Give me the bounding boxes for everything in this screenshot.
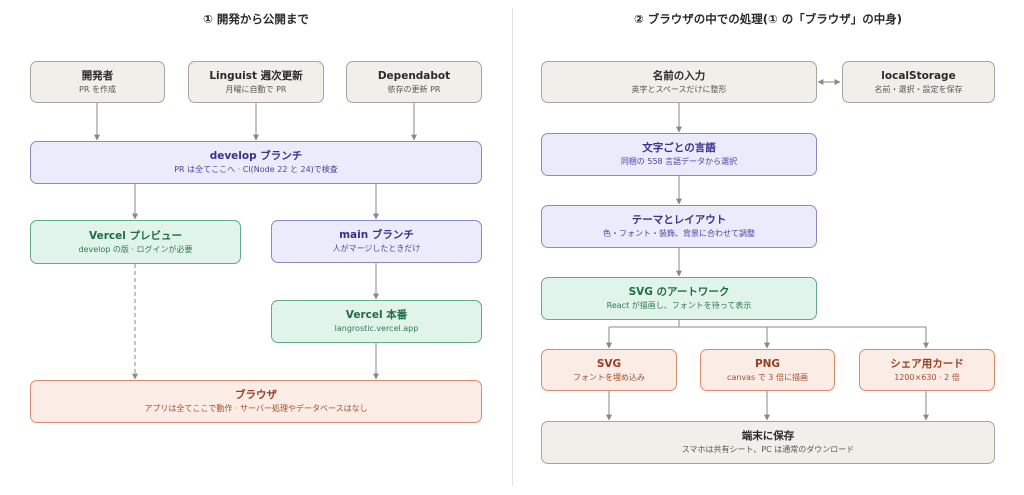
node-dependabot-title: Dependabot [377, 69, 451, 82]
node-share-card: シェア用カード 1200×630 · 2 倍 [859, 349, 995, 391]
node-export-svg: SVG フォントを埋め込み [541, 349, 677, 391]
node-develop-branch: develop ブランチ PR は全てここへ · CI(Node 22 と 24… [30, 141, 482, 184]
node-dependabot-sub: 依存の更新 PR [387, 84, 441, 94]
node-language-per-char: 文字ごとの言語 同梱の 558 言語データから選択 [541, 133, 817, 176]
node-storage-sub: 名前・選択・設定を保存 [874, 84, 963, 94]
node-developer: 開発者 PR を作成 [30, 61, 165, 103]
node-linguist-title: Linguist 週次更新 [209, 69, 303, 82]
node-prod-sub: langrostic.vercel.app [334, 324, 419, 333]
node-vercel-production: Vercel 本番 langrostic.vercel.app [271, 300, 482, 343]
node-svg-artwork: SVG のアートワーク React が描画し、フォントを待って表示 [541, 277, 817, 320]
node-develop-title: develop ブランチ [209, 150, 303, 162]
right-section-title: ② ブラウザの中での処理(① の「ブラウザ」の中身) [634, 12, 902, 26]
node-developer-title: 開発者 [81, 69, 114, 82]
node-png-title: PNG [754, 357, 781, 370]
node-linguist: Linguist 週次更新 月曜に自動で PR [188, 61, 324, 103]
node-export-png: PNG canvas で 3 倍に描画 [700, 349, 835, 391]
node-theme-layout: テーマとレイアウト 色・フォント・装飾、背景に合わせて調整 [541, 205, 817, 248]
node-save-title: 端末に保存 [741, 430, 795, 442]
node-svg-sub: フォントを埋め込み [573, 372, 645, 382]
section-divider [512, 8, 513, 486]
node-lang-sub: 同梱の 558 言語データから選択 [620, 157, 738, 166]
node-save-device: 端末に保存 スマホは共有シート、PC は通常のダウンロード [541, 421, 995, 464]
node-storage-title: localStorage [881, 69, 956, 82]
node-svg-title: SVG [596, 357, 622, 370]
node-prod-title: Vercel 本番 [345, 309, 408, 321]
node-dependabot: Dependabot 依存の更新 PR [346, 61, 482, 103]
node-main-title: main ブランチ [339, 229, 414, 241]
node-localstorage: localStorage 名前・選択・設定を保存 [842, 61, 995, 103]
node-develop-sub: PR は全てここへ · CI(Node 22 と 24)で検査 [174, 165, 338, 174]
node-theme-title: テーマとレイアウト [631, 214, 727, 226]
node-input-sub: 英字とスペースだけに整形 [631, 84, 727, 94]
node-main-branch: main ブランチ 人がマージしたときだけ [271, 220, 482, 263]
node-card-sub: 1200×630 · 2 倍 [894, 372, 960, 382]
left-section-title: ① 開発から公開まで [203, 12, 309, 26]
node-browser-sub: アプリは全てここで動作 · サーバー処理やデータベースはなし [144, 404, 368, 413]
node-svgart-title: SVG のアートワーク [628, 286, 730, 298]
node-developer-sub: PR を作成 [79, 84, 116, 94]
node-preview-sub: develop の版 · ログインが必要 [78, 244, 193, 254]
node-lang-title: 文字ごとの言語 [642, 142, 716, 154]
node-linguist-sub: 月曜に自動で PR [225, 84, 287, 94]
node-input-title: 名前の入力 [652, 69, 706, 82]
node-vercel-preview: Vercel プレビュー develop の版 · ログインが必要 [30, 220, 241, 264]
node-svgart-sub: React が描画し、フォントを待って表示 [606, 301, 752, 310]
node-main-sub: 人がマージしたときだけ [332, 244, 421, 253]
node-card-title: シェア用カード [890, 357, 964, 370]
node-preview-title: Vercel プレビュー [89, 229, 182, 242]
node-browser: ブラウザ アプリは全てここで動作 · サーバー処理やデータベースはなし [30, 380, 482, 423]
node-save-sub: スマホは共有シート、PC は通常のダウンロード [681, 445, 855, 454]
node-browser-title: ブラウザ [235, 389, 277, 401]
node-png-sub: canvas で 3 倍に描画 [727, 372, 808, 382]
node-name-input: 名前の入力 英字とスペースだけに整形 [541, 61, 817, 103]
node-theme-sub: 色・フォント・装飾、背景に合わせて調整 [603, 229, 755, 238]
